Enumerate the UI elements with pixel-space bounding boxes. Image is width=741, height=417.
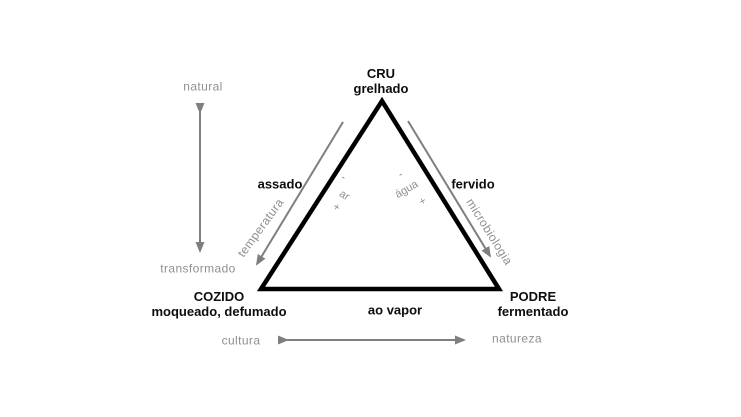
axis-label-transformado: transformado: [160, 261, 236, 276]
vertex-bottom-right-label: PODRE: [509, 289, 557, 304]
axis-label-natureza: natureza: [492, 331, 542, 346]
edge-label-assado: assado: [257, 176, 303, 192]
vertex-top-label: CRU: [366, 66, 396, 81]
vertex-bottom-left: COZIDO moqueado, defumado: [151, 289, 286, 319]
triangle-outline: [256, 96, 504, 292]
vertex-bottom-left-sublabel: moqueado, defumado: [151, 304, 287, 319]
vertex-bottom-left-label: COZIDO: [193, 289, 245, 304]
microbiologia-arrow: [407, 120, 492, 258]
edge-label-ao-vapor: ao vapor: [367, 302, 423, 318]
axis-label-cultura: cultura: [221, 333, 261, 348]
vertex-bottom-right: PODRE fermentado: [498, 289, 569, 319]
edge-label-fervido: fervido: [451, 176, 495, 192]
vertex-bottom-right-sublabel: fermentado: [497, 304, 569, 319]
vertex-top-sublabel: grelhado: [353, 81, 409, 96]
vertex-top: CRU grelhado: [354, 66, 409, 96]
axis-label-natural: natural: [183, 79, 223, 94]
temperatura-arrow: [255, 121, 344, 266]
